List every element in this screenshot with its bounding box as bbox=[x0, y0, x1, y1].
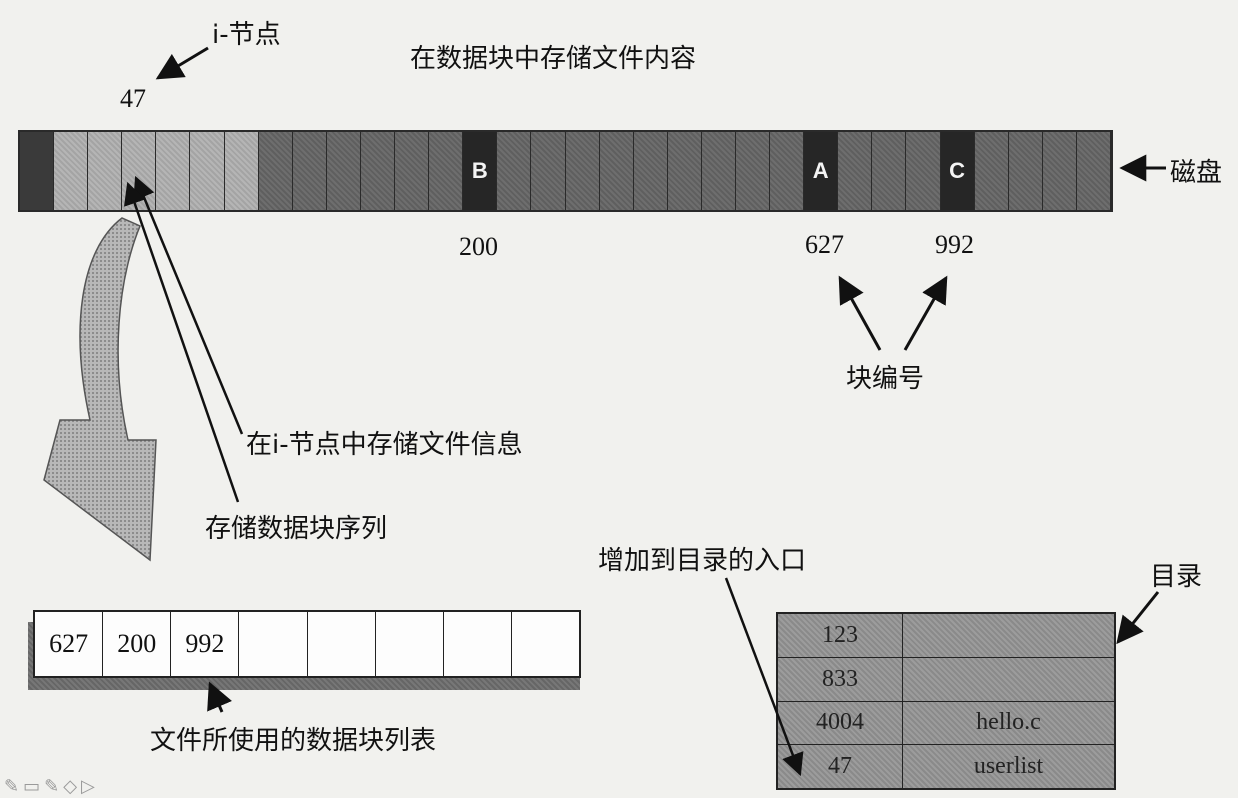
disk-block bbox=[872, 132, 907, 210]
block-list-cell bbox=[511, 612, 579, 676]
disk-strip: B A C bbox=[18, 130, 1113, 212]
inode-number: 47 bbox=[120, 84, 146, 113]
disk-block bbox=[20, 132, 55, 210]
directory-row: 47 userlist bbox=[778, 745, 1114, 788]
directory-inode: 47 bbox=[778, 745, 903, 788]
disk-block bbox=[1076, 132, 1111, 210]
eraser-icon[interactable]: ◇ bbox=[63, 776, 82, 797]
disk-block bbox=[701, 132, 736, 210]
add-to-directory-arrow bbox=[724, 577, 804, 777]
disk-block bbox=[497, 132, 532, 210]
disk-block bbox=[1042, 132, 1077, 210]
block-numbers-label: 块编号 bbox=[846, 364, 925, 394]
screen-icon[interactable]: ▭ bbox=[23, 776, 45, 797]
disk-block bbox=[735, 132, 771, 210]
inode-title-arrow bbox=[155, 46, 209, 80]
disk-label: 磁盘 bbox=[1170, 158, 1223, 188]
directory-table: 123 833 4004 hello.c 47 userlist bbox=[776, 612, 1116, 790]
directory-inode: 4004 bbox=[778, 701, 903, 745]
directory-row: 123 bbox=[778, 614, 1114, 658]
store-block-sequence-label: 存储数据块序列 bbox=[205, 514, 388, 544]
block-list-cell: 992 bbox=[171, 612, 240, 676]
disk-block bbox=[838, 132, 873, 210]
disk-block bbox=[974, 132, 1009, 210]
block-list-caption-arrow bbox=[207, 681, 232, 713]
inode-info-arrow bbox=[133, 175, 244, 435]
directory-inode: 833 bbox=[778, 657, 903, 701]
block-sequence-arrow bbox=[123, 181, 240, 503]
disk-block bbox=[633, 132, 668, 210]
disk-block-inode bbox=[224, 132, 259, 210]
disk-block bbox=[770, 132, 805, 210]
block-number-627: 627 bbox=[805, 230, 844, 259]
pen-icon[interactable]: ✎ bbox=[44, 776, 64, 797]
block-list-cell bbox=[375, 612, 444, 676]
block-992-arrow bbox=[903, 275, 948, 351]
block-number-992: 992 bbox=[935, 230, 974, 259]
block-list-cell: 200 bbox=[103, 612, 172, 676]
block-list-table: 627 200 992 bbox=[33, 610, 581, 678]
annotation-toolbar: ✎▭✎◇▷ bbox=[4, 776, 99, 797]
block-list-cell bbox=[239, 612, 308, 676]
directory-filename: hello.c bbox=[976, 709, 1041, 736]
disk-block-inode bbox=[190, 132, 225, 210]
disk-block-b: B bbox=[463, 132, 498, 210]
block-list-cell bbox=[443, 612, 512, 676]
directory-label: 目录 bbox=[1150, 562, 1203, 592]
directory-arrow bbox=[1116, 591, 1160, 645]
disk-block bbox=[360, 132, 396, 210]
big-curved-arrow bbox=[43, 217, 157, 562]
disk-block bbox=[292, 132, 327, 210]
inode-title: i-节点 bbox=[212, 20, 281, 50]
disk-block bbox=[565, 132, 600, 210]
directory-filename: userlist bbox=[973, 753, 1044, 780]
directory-row: 833 bbox=[778, 657, 1114, 702]
disk-block-inode bbox=[156, 132, 191, 210]
disk-block bbox=[1008, 132, 1043, 210]
disk-block bbox=[395, 132, 430, 210]
block-list-caption: 文件所使用的数据块列表 bbox=[150, 726, 437, 756]
disk-block bbox=[531, 132, 566, 210]
disk-block bbox=[258, 132, 293, 210]
store-in-blocks-label: 在数据块中存储文件内容 bbox=[410, 44, 697, 74]
block-list-cell: 627 bbox=[35, 612, 104, 676]
add-to-directory-label: 增加到目录的入口 bbox=[598, 546, 807, 576]
directory-inode: 123 bbox=[778, 614, 903, 657]
store-in-inode-label: 在i-节点中存储文件信息 bbox=[246, 430, 523, 460]
block-list-cell bbox=[307, 612, 376, 676]
disk-block-inode bbox=[54, 132, 89, 210]
pointer-icon[interactable]: ▷ bbox=[81, 776, 99, 797]
block-number-200: 200 bbox=[459, 232, 498, 261]
directory-row: 4004 hello.c bbox=[778, 701, 1114, 746]
disk-block bbox=[906, 132, 941, 210]
disk-block-inode bbox=[88, 132, 123, 210]
disk-block bbox=[326, 132, 361, 210]
disk-block-a: A bbox=[804, 132, 839, 210]
pen-icon[interactable]: ✎ bbox=[4, 776, 24, 797]
disk-block bbox=[667, 132, 702, 210]
disk-block bbox=[599, 132, 634, 210]
disk-block bbox=[429, 132, 464, 210]
disk-block-c: C bbox=[940, 132, 975, 210]
block-627-arrow bbox=[838, 275, 882, 351]
